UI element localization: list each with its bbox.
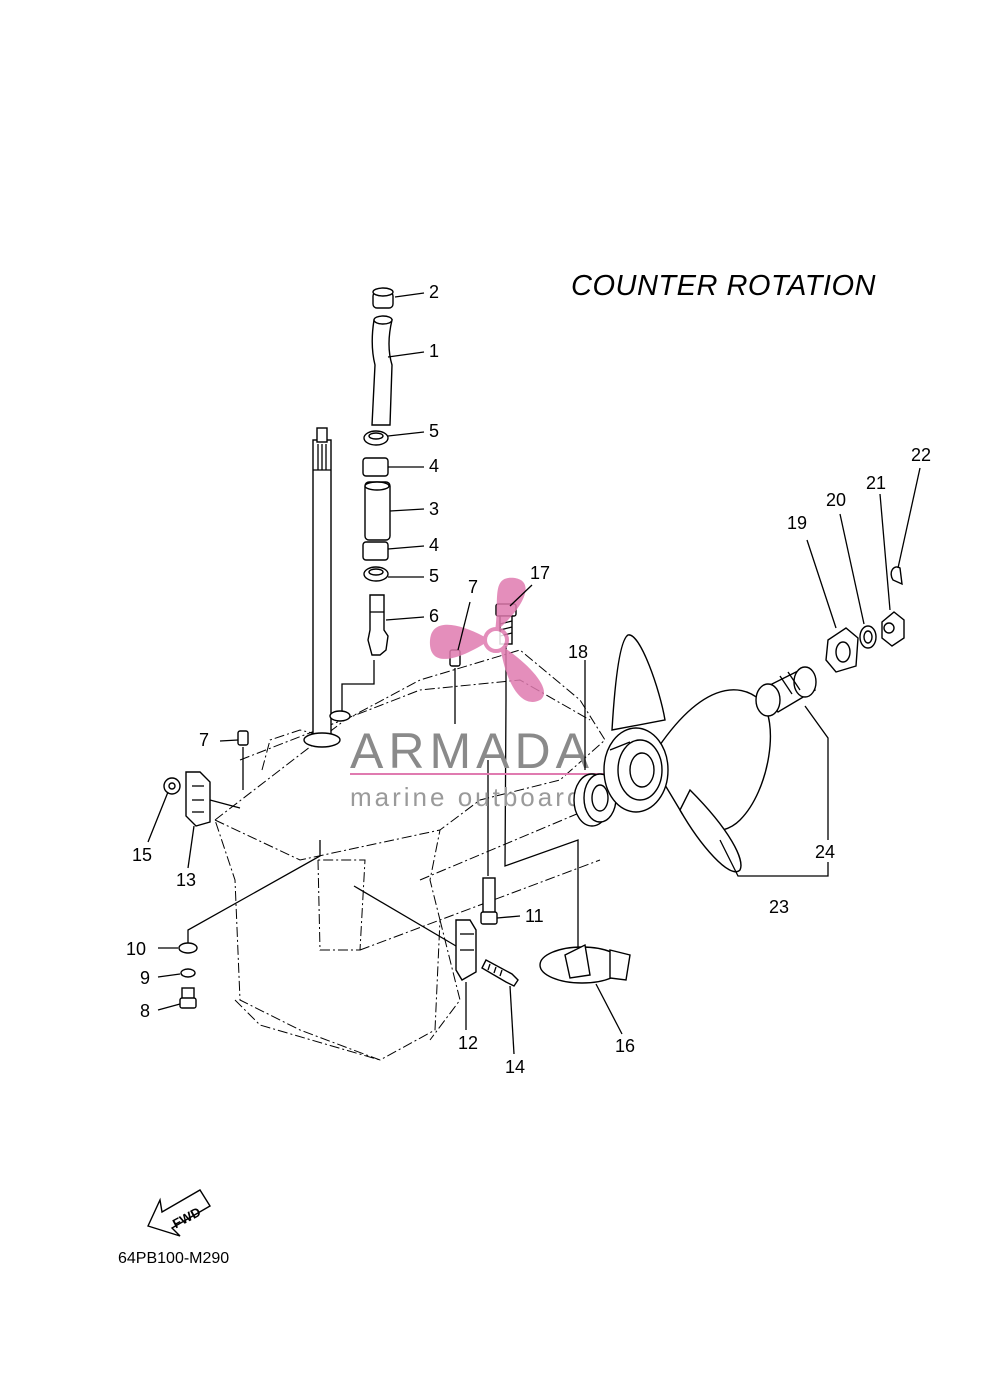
callout-7-lower: 7 bbox=[199, 730, 209, 750]
joint-part-6 bbox=[367, 594, 389, 656]
callout-1: 1 bbox=[429, 341, 439, 361]
drain-hardware bbox=[178, 840, 321, 1009]
callout-17: 17 bbox=[530, 563, 550, 583]
callout-6: 6 bbox=[429, 606, 439, 626]
callout-22: 22 bbox=[911, 445, 931, 465]
watermark-tagline: marine outboards bbox=[350, 782, 600, 812]
callout-24: 24 bbox=[815, 842, 835, 862]
gasket-part-10 bbox=[178, 942, 198, 954]
callout-12: 12 bbox=[458, 1033, 478, 1053]
leader-lines bbox=[147, 292, 921, 1055]
callout-8: 8 bbox=[140, 1001, 150, 1021]
callout-11: 11 bbox=[525, 906, 544, 926]
diagram-code: 64PB100-M290 bbox=[118, 1250, 229, 1267]
tube-part-3 bbox=[364, 481, 391, 541]
water-tube-assembly bbox=[329, 287, 394, 722]
callout-4-upper: 4 bbox=[429, 456, 439, 476]
callout-3: 3 bbox=[429, 499, 439, 519]
callout-10: 10 bbox=[126, 939, 146, 959]
spacer-part-24 bbox=[755, 666, 817, 717]
propeller-part-23 bbox=[603, 634, 772, 873]
callout-5-upper: 5 bbox=[429, 421, 439, 441]
callout-9: 9 bbox=[140, 968, 150, 988]
screw-part-14 bbox=[481, 959, 519, 987]
callout-23: 23 bbox=[769, 897, 789, 917]
watermark-brand: ARMADA bbox=[350, 723, 594, 779]
water-tube-part-1 bbox=[371, 319, 393, 426]
bushing-part-4-upper bbox=[362, 457, 389, 477]
callout-19: 19 bbox=[787, 513, 807, 533]
callout-20: 20 bbox=[826, 490, 846, 510]
prop-nut-hardware bbox=[825, 566, 905, 673]
callout-5-lower: 5 bbox=[429, 566, 439, 586]
callout-7-upper: 7 bbox=[468, 577, 478, 597]
drive-shaft bbox=[303, 427, 341, 748]
callout-21: 21 bbox=[866, 473, 886, 493]
dowel-pin-part-7b bbox=[237, 730, 249, 746]
washer-part-9 bbox=[180, 968, 196, 978]
callout-15: 15 bbox=[132, 845, 152, 865]
callout-18: 18 bbox=[568, 642, 588, 662]
callout-4-lower: 4 bbox=[429, 535, 439, 555]
bolt-part-11 bbox=[480, 760, 498, 925]
trim-tab-part-16 bbox=[539, 943, 631, 984]
callout-labels: 2 1 5 4 3 4 5 6 7 17 18 7 15 13 10 9 8 1… bbox=[126, 282, 931, 1077]
watermark-underline bbox=[350, 773, 630, 775]
cotter-pin-part-22 bbox=[890, 566, 903, 586]
callout-16: 16 bbox=[615, 1036, 635, 1056]
fwd-arrow-icon: FWD bbox=[147, 1189, 211, 1237]
callout-14: 14 bbox=[505, 1057, 525, 1077]
small-hardware bbox=[163, 771, 519, 987]
lower-unit-housing bbox=[214, 649, 611, 1061]
callout-13: 13 bbox=[176, 870, 196, 890]
callout-2: 2 bbox=[429, 282, 439, 302]
bushing-part-4-lower bbox=[362, 541, 389, 561]
grommet-part-13 bbox=[185, 771, 211, 827]
diagram-title: COUNTER ROTATION bbox=[571, 270, 876, 302]
